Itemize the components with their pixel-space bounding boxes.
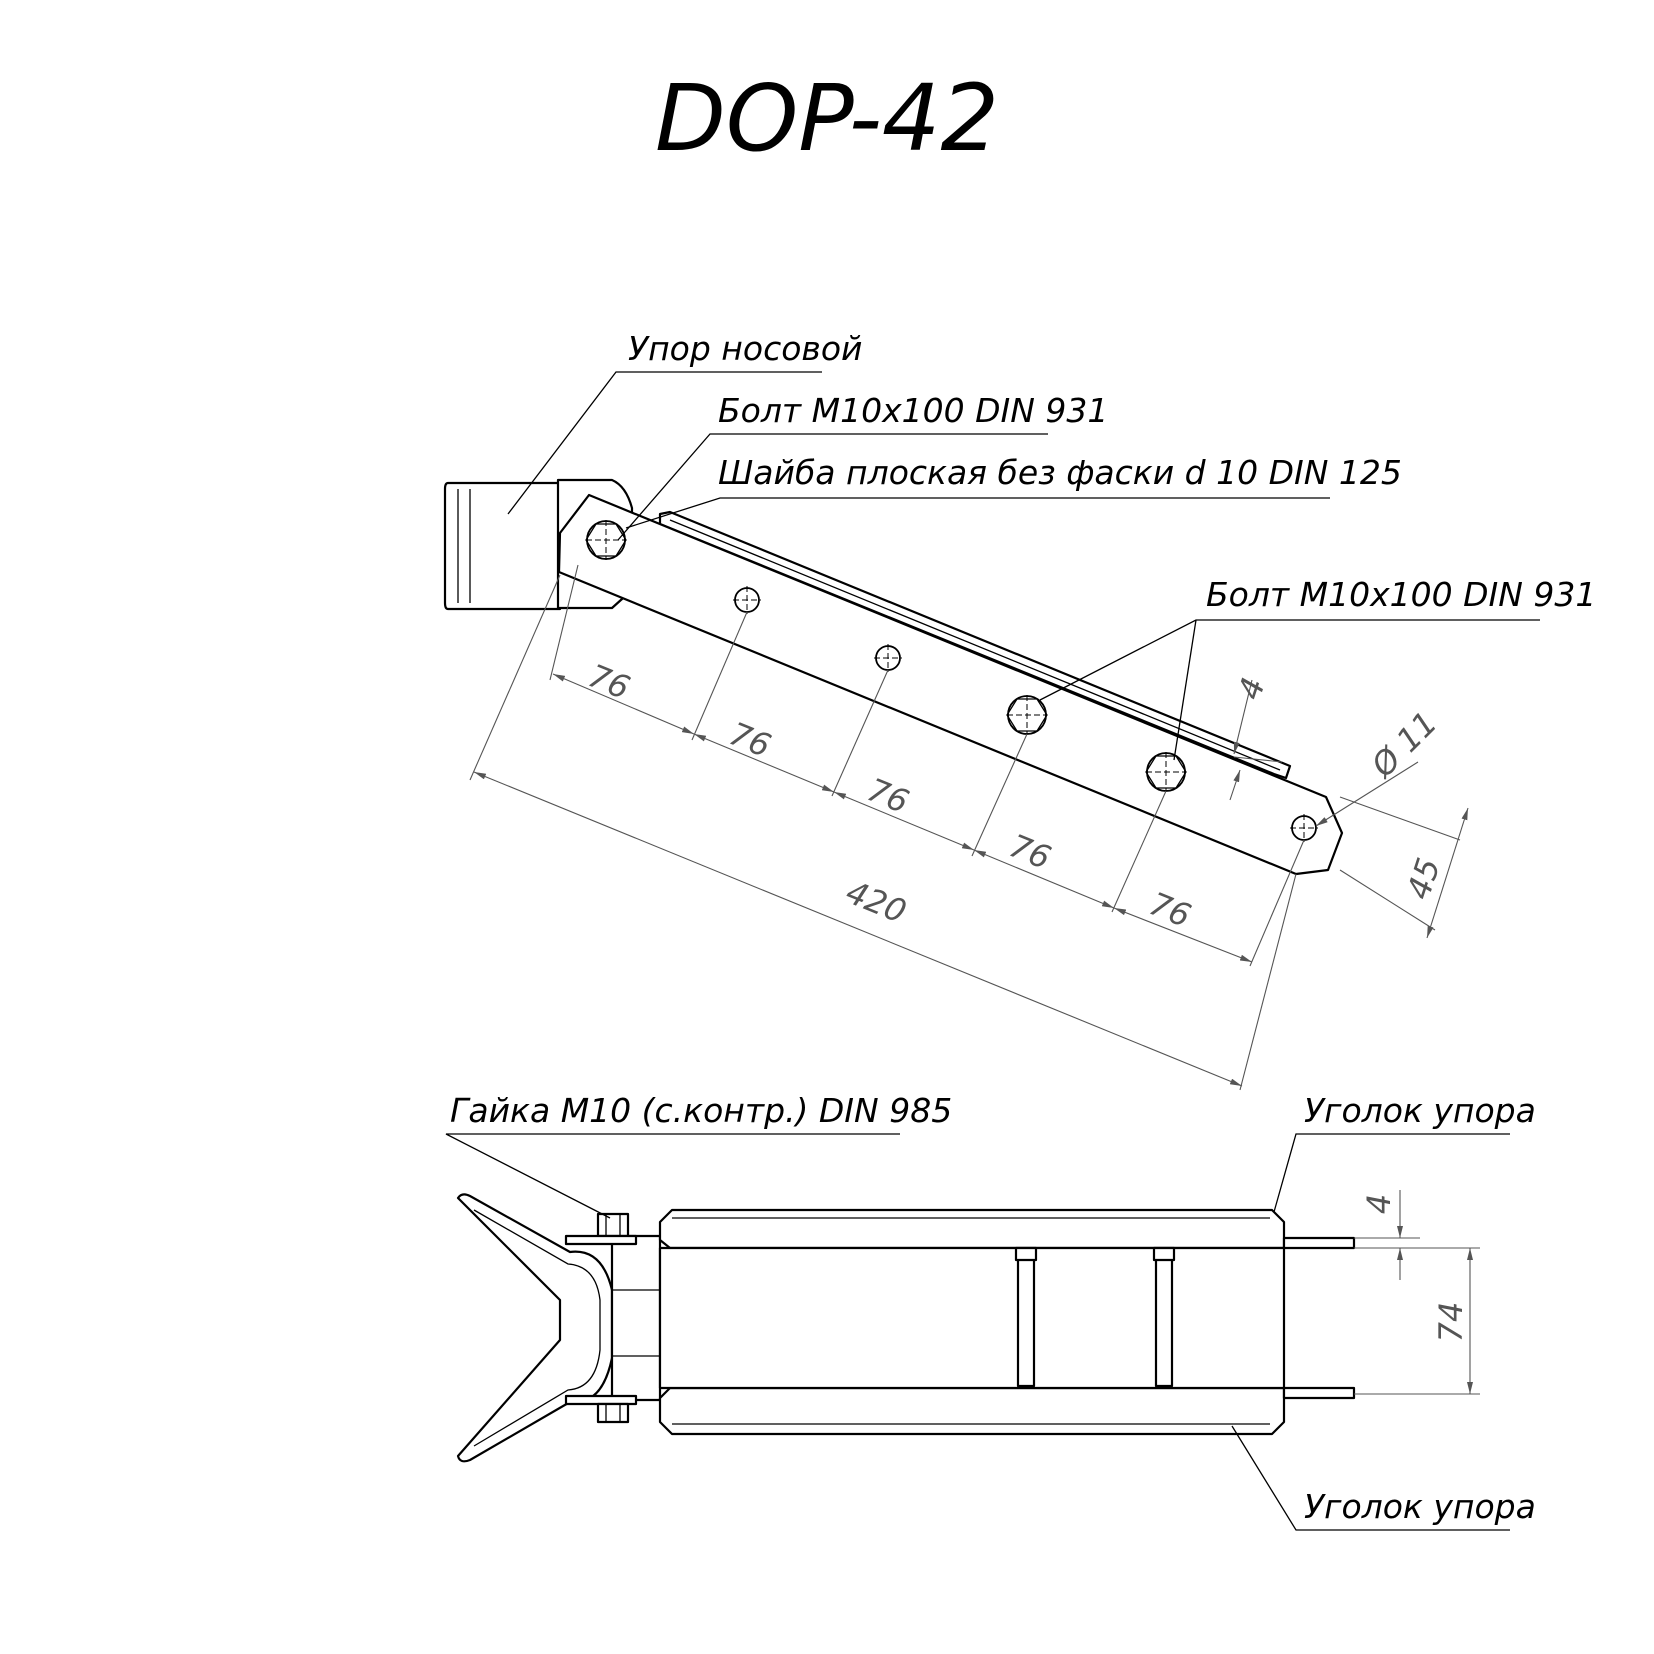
dim-pitch-5: 76 bbox=[1144, 885, 1196, 935]
dim-flange-offset-top: 4 bbox=[1230, 673, 1272, 704]
v-stop bbox=[456, 1193, 614, 1463]
label-bow-stop: Упор носовой bbox=[628, 329, 863, 368]
inner-channel bbox=[658, 1246, 1286, 1390]
dim-inner-width: 74 bbox=[1432, 1302, 1470, 1343]
dim-pitch-4: 76 bbox=[1004, 827, 1056, 877]
plan-view-leaders bbox=[445, 1133, 1510, 1531]
flange-thickness-dim bbox=[1229, 679, 1283, 801]
label-bolt-top: Болт М10х100 DIN 931 bbox=[718, 391, 1108, 430]
nut-bottom bbox=[564, 1394, 638, 1424]
side-view-leaders bbox=[507, 371, 1540, 761]
plan-view: 4 74 Гайка М10 (с.контр.) DIN 985 Уголок… bbox=[445, 1091, 1536, 1531]
label-nut: Гайка М10 (с.контр.) DIN 985 bbox=[450, 1091, 952, 1130]
label-bolt-mid: Болт М10х100 DIN 931 bbox=[1206, 575, 1596, 614]
dim-pitch-1: 76 bbox=[583, 657, 635, 707]
angle-top-tab bbox=[1282, 1236, 1356, 1250]
drawing-title: DOP-42 bbox=[655, 65, 999, 172]
spacer-bolts bbox=[1014, 1246, 1176, 1388]
arm-plate bbox=[557, 493, 1344, 876]
dim-pitch-2: 76 bbox=[724, 715, 776, 765]
label-angle-bottom: Уголок упора bbox=[1304, 1487, 1536, 1526]
pivot-plate bbox=[610, 1234, 662, 1402]
side-view: 76 76 76 76 76 420 45 Ø 11 4 Упор носово… bbox=[443, 329, 1596, 1091]
label-washer: Шайба плоская без фаски d 10 DIN 125 bbox=[718, 453, 1402, 492]
plan-dimensions bbox=[1354, 1190, 1480, 1395]
angle-top bbox=[658, 1208, 1286, 1250]
angle-bottom-tab bbox=[1282, 1386, 1356, 1400]
nut-top bbox=[564, 1212, 638, 1246]
dim-overall-length: 420 bbox=[841, 873, 912, 931]
angle-bottom bbox=[658, 1386, 1286, 1436]
dim-hole-diameter: Ø 11 bbox=[1362, 704, 1444, 786]
label-angle-top: Уголок упора bbox=[1304, 1091, 1536, 1130]
diameter-leader bbox=[1315, 761, 1419, 827]
dim-flange-offset-bottom: 4 bbox=[1360, 1194, 1398, 1214]
dim-pitch-3: 76 bbox=[862, 771, 914, 821]
pitch-dimensions bbox=[473, 673, 1469, 1087]
